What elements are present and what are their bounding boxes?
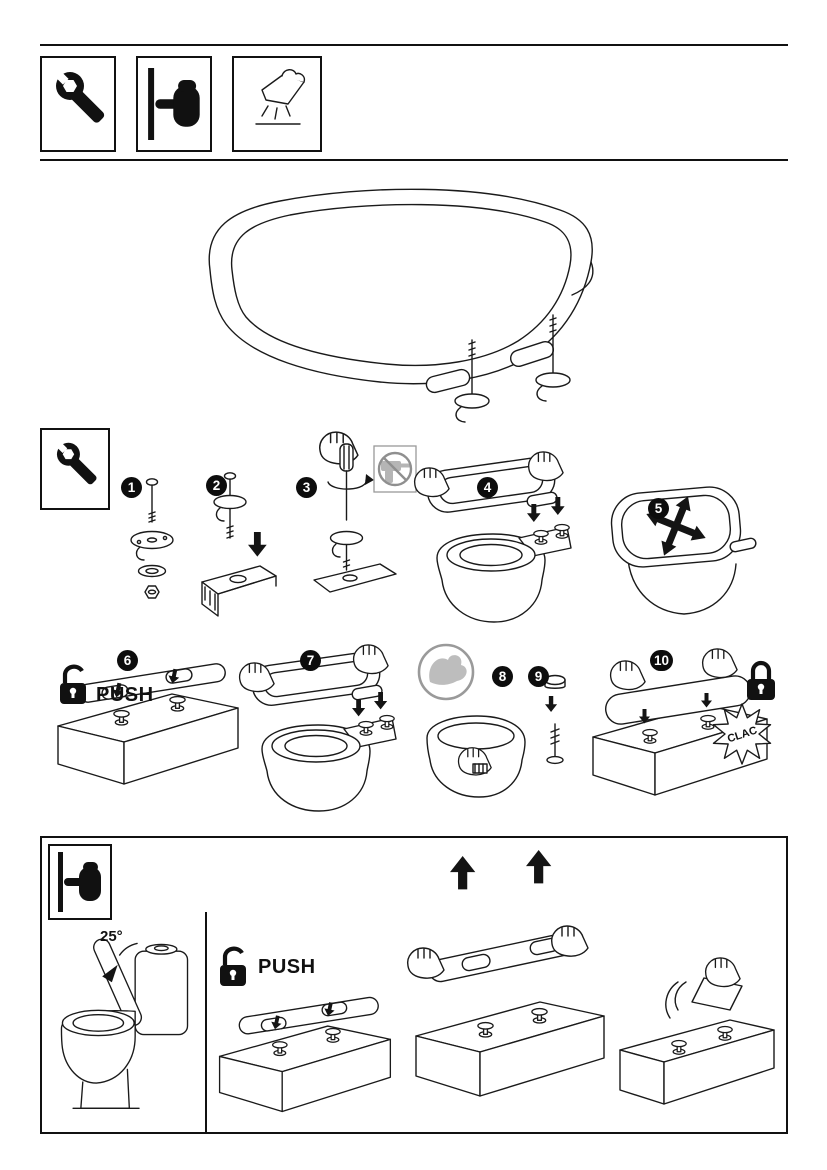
wrench-icon (53, 439, 97, 485)
clac-starburst: CLAC (712, 703, 772, 765)
clean-surface-box (232, 56, 322, 152)
down-arrow-icon (248, 532, 267, 557)
fixing-bolt-left (454, 339, 490, 423)
push-hand-icon (58, 852, 101, 912)
hand-icon (527, 451, 564, 482)
step-1-figure (130, 478, 174, 599)
step-3-figure (313, 431, 417, 593)
step-10-figure (592, 648, 768, 796)
step-2-figure (201, 472, 277, 617)
step-8-9-figure (417, 643, 566, 798)
step-2-badge: 2 (206, 475, 227, 496)
step-5-figure (610, 486, 757, 615)
top-rule (40, 44, 788, 46)
down-arrow-icon (527, 504, 541, 522)
padlock-closed-icon (744, 660, 778, 704)
rotate-arrow-icon (365, 474, 374, 485)
press-release-box (136, 56, 212, 152)
assembly-section-box (40, 428, 110, 510)
removal-push-figure (218, 996, 392, 1113)
step-6-figure (57, 663, 239, 785)
hand-icon (609, 660, 646, 691)
down-arrow-icon (545, 696, 558, 712)
hand-icon (550, 925, 589, 957)
tools-required-box (40, 56, 116, 152)
removal-panel-divider (205, 912, 207, 1134)
down-arrow-icon (352, 699, 366, 717)
padlock-open-icon (218, 946, 252, 990)
step-7-figure (238, 644, 397, 812)
push-hand-icon (147, 68, 200, 140)
hand-icon (704, 957, 741, 988)
header-divider-rule (40, 159, 788, 161)
cap-and-screw (544, 674, 566, 765)
step-8-badge: 8 (492, 666, 513, 687)
removal-lift-figure (406, 850, 605, 1097)
removal-icon-box (48, 844, 112, 920)
up-arrow-icon (526, 850, 552, 884)
step-6-badge: 6 (117, 650, 138, 671)
step-4-badge: 4 (477, 477, 498, 498)
wrench-icon (51, 67, 105, 123)
push-label-install: PUSH (96, 684, 154, 706)
angle-label: 25° (100, 928, 123, 945)
clean-cloth-icon (255, 69, 306, 125)
up-arrow-icon (450, 856, 476, 890)
step-1-badge: 1 (121, 477, 142, 498)
step-4-figure (413, 451, 572, 623)
step-9-badge: 9 (528, 666, 549, 687)
hand-icon (701, 648, 738, 679)
step-5-badge: 5 (648, 498, 669, 519)
padlock-open-icon (58, 664, 92, 708)
step-3-badge: 3 (296, 477, 317, 498)
push-label-removal: PUSH (258, 956, 316, 978)
fixing-bolt-right (535, 314, 571, 402)
step-10-badge: 10 (650, 650, 674, 671)
hinge-cylinder-left (425, 368, 471, 394)
removal-clean-figure (619, 957, 775, 1105)
step-7-badge: 7 (300, 650, 321, 671)
hand-icon (352, 644, 389, 675)
hand-icon (406, 947, 445, 979)
no-drill-icon (373, 445, 417, 493)
open-direction-arrow-icon (102, 964, 118, 983)
hand-tighten-icon (417, 643, 475, 701)
seat-lid-overview-figure (208, 188, 594, 423)
removal-open-lid-figure (60, 938, 189, 1109)
